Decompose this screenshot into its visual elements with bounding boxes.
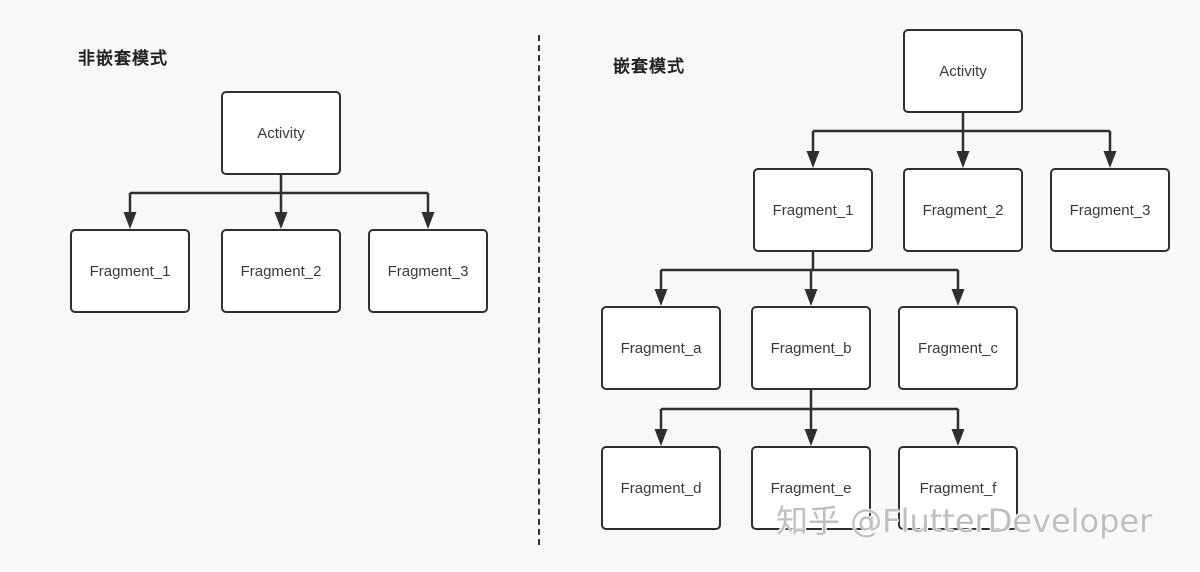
right-arrowhead-f2-icon xyxy=(956,151,970,168)
right-fragment-a-node: Fragment_a xyxy=(601,306,721,390)
right-arrowhead-fc-icon xyxy=(951,289,965,306)
right-fragment-3-node: Fragment_3 xyxy=(1050,168,1170,252)
right-fragment-2-node: Fragment_2 xyxy=(903,168,1023,252)
non-nested-mode-title: 非嵌套模式 xyxy=(78,49,168,69)
right-arrowhead-fd-icon xyxy=(654,429,668,446)
right-arrowhead-fe-icon xyxy=(804,429,818,446)
right-fragment-e-node: Fragment_e xyxy=(751,446,871,530)
zhihu-watermark: 知乎 @FlutterDeveloper xyxy=(776,502,1153,540)
nested-mode-title: 嵌套模式 xyxy=(613,57,685,77)
left-arrowhead-f2-icon xyxy=(274,212,288,229)
right-fragment-b-node: Fragment_b xyxy=(751,306,871,390)
right-arrowhead-ff-icon xyxy=(951,429,965,446)
left-arrowhead-f3-icon xyxy=(421,212,435,229)
right-arrowhead-fa-icon xyxy=(654,289,668,306)
right-arrowhead-f1-icon xyxy=(806,151,820,168)
right-fragment-d-node: Fragment_d xyxy=(601,446,721,530)
left-activity-node: Activity xyxy=(221,91,341,175)
left-fragment-3-node: Fragment_3 xyxy=(368,229,488,313)
right-fragment-f-node: Fragment_f xyxy=(898,446,1018,530)
right-arrowhead-f3-icon xyxy=(1103,151,1117,168)
left-fragment-1-node: Fragment_1 xyxy=(70,229,190,313)
right-fragment-1-node: Fragment_1 xyxy=(753,168,873,252)
right-arrowhead-fb-icon xyxy=(804,289,818,306)
right-activity-node: Activity xyxy=(903,29,1023,113)
dashed-divider xyxy=(538,35,540,545)
left-arrowhead-f1-icon xyxy=(123,212,137,229)
right-fragment-c-node: Fragment_c xyxy=(898,306,1018,390)
left-fragment-2-node: Fragment_2 xyxy=(221,229,341,313)
